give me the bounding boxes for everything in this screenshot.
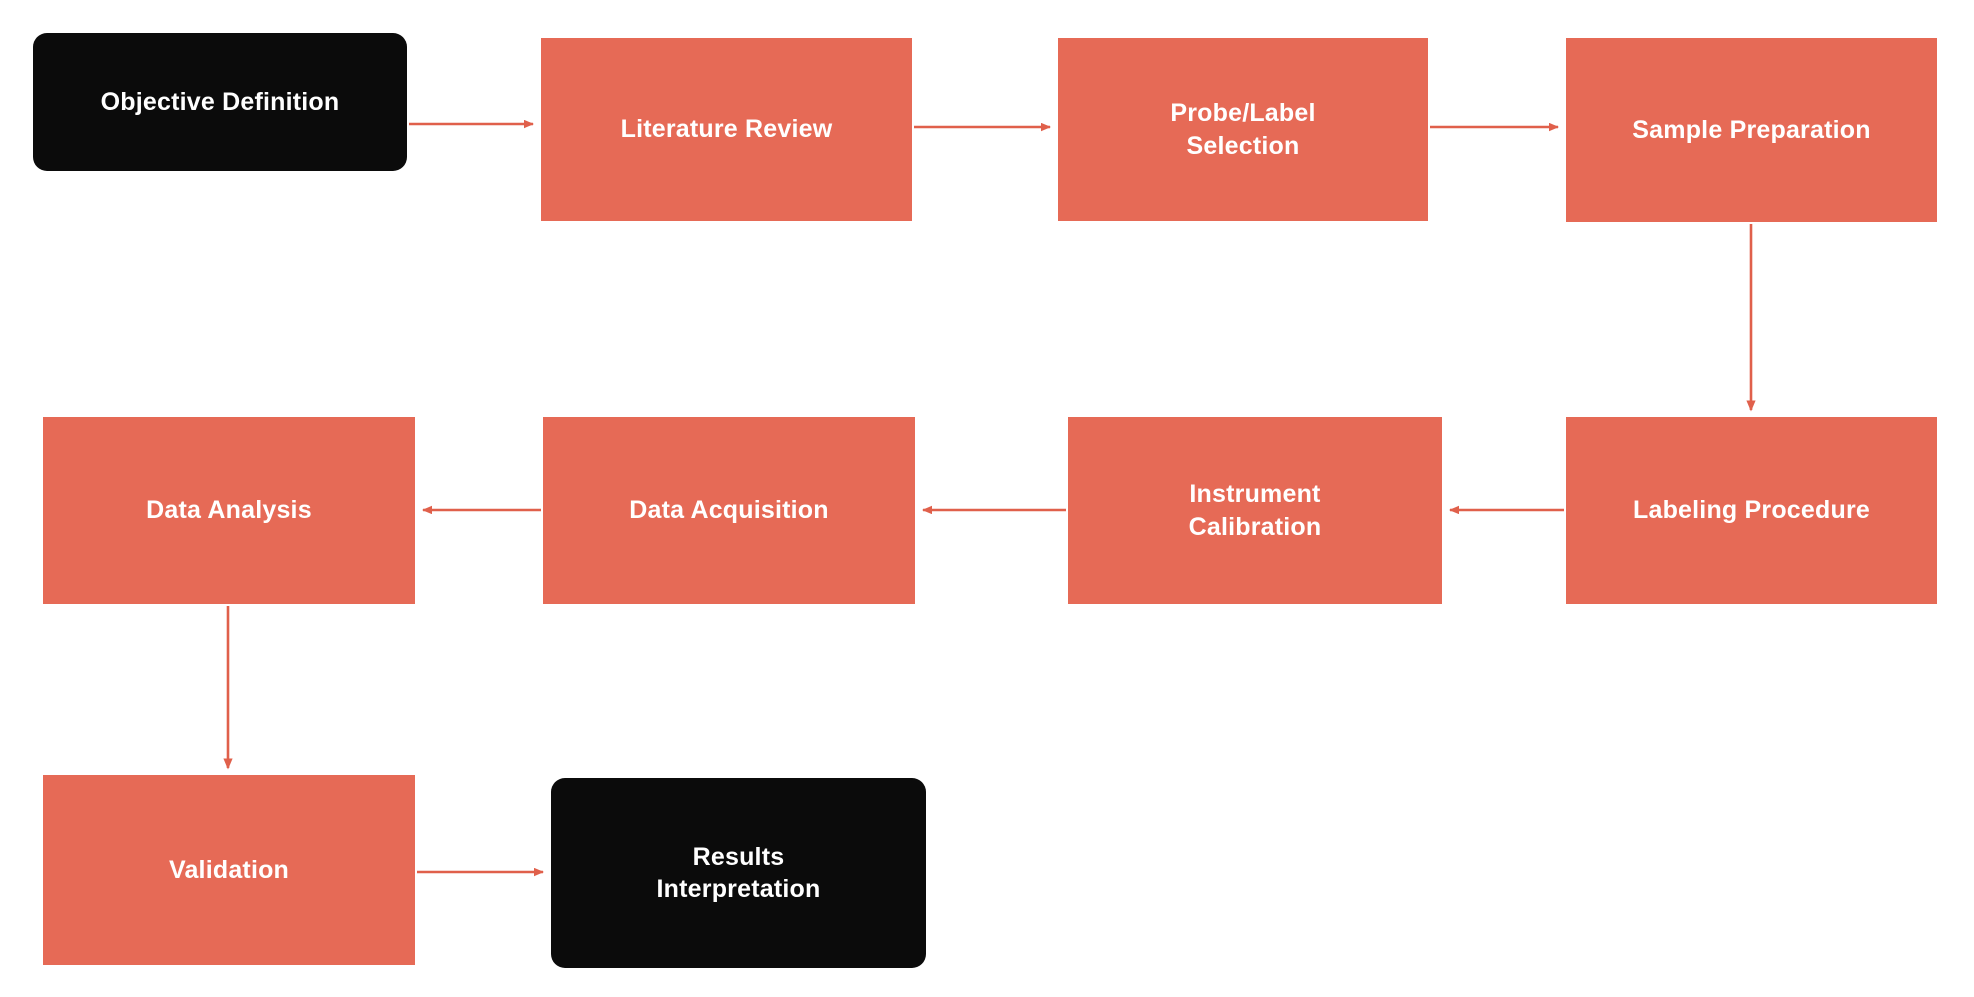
node-sample-preparation[interactable]: Sample Preparation bbox=[1566, 38, 1937, 222]
node-instrument-calibration[interactable]: Instrument Calibration bbox=[1068, 417, 1442, 604]
node-labeling-procedure[interactable]: Labeling Procedure bbox=[1566, 417, 1937, 604]
node-objective-definition[interactable]: Objective Definition bbox=[33, 33, 407, 171]
node-literature-review[interactable]: Literature Review bbox=[541, 38, 912, 221]
node-probe-label-selection[interactable]: Probe/Label Selection bbox=[1058, 38, 1428, 221]
node-data-analysis[interactable]: Data Analysis bbox=[43, 417, 415, 604]
node-validation[interactable]: Validation bbox=[43, 775, 415, 965]
node-data-acquisition[interactable]: Data Acquisition bbox=[543, 417, 915, 604]
node-results-interpretation[interactable]: Results Interpretation bbox=[551, 778, 926, 968]
